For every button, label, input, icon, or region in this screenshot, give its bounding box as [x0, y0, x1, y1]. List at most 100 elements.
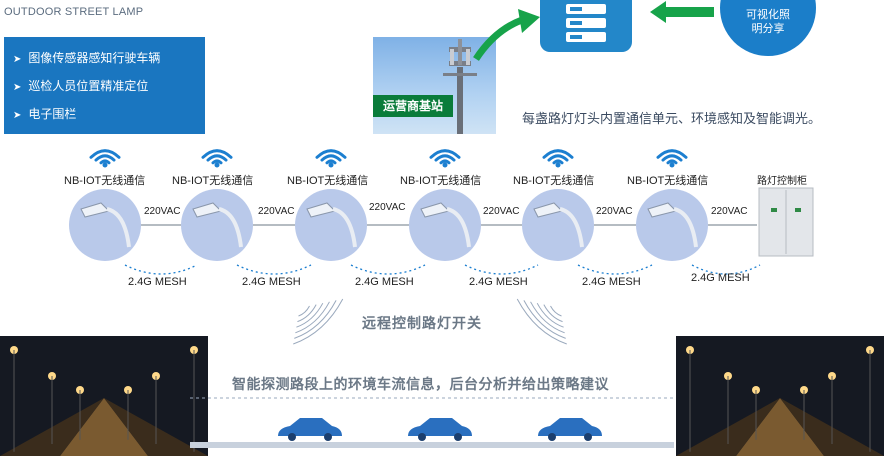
lamp-node-circle [522, 189, 594, 261]
signal-wave-icon [296, 302, 324, 328]
node-label: NB-IOT无线通信 [172, 175, 254, 187]
wifi-icon [206, 154, 228, 162]
base-station-label: 运营商基站 [373, 95, 453, 117]
car-wheel [418, 433, 426, 441]
mesh-link-arc [236, 264, 312, 275]
mesh-label: 2.4G MESH [691, 272, 750, 284]
badge-text-line1: 可视化照 [746, 9, 790, 21]
road-photo-right [676, 336, 884, 456]
server-platform [540, 0, 632, 52]
node-label: NB-IOT无线通信 [64, 175, 146, 187]
wifi-icon-dot [669, 162, 675, 168]
wifi-icon [429, 149, 461, 159]
analysis-label: 智能探测路段上的环境车流信息，后台分析并给出策略建议 [232, 376, 609, 392]
lamp-pole [673, 207, 698, 248]
list-item: ➤ 电子围栏 [13, 105, 76, 122]
power-label: 220VAC [711, 206, 748, 217]
mesh-link-arc [350, 264, 426, 275]
node-label: NB-IOT无线通信 [287, 175, 369, 187]
signal-wave-icon [543, 304, 563, 323]
wifi-icon [439, 159, 451, 165]
lamp-node-circle [636, 189, 708, 261]
mesh-link-arc [124, 264, 198, 275]
wifi-icon [547, 154, 569, 162]
badge-text-line2: 明分享 [751, 23, 785, 35]
chevron-right-icon: ➤ [13, 82, 22, 93]
lamp-node-circle [181, 189, 253, 261]
car-wheel [584, 433, 592, 441]
wifi-icon [89, 149, 121, 159]
car-icon [278, 418, 342, 436]
cabinet-label: 路灯控制柜 [757, 176, 807, 187]
node-label: NB-IOT无线通信 [627, 175, 709, 187]
night-road-scene [0, 336, 208, 456]
wifi-icon-dot [442, 162, 448, 168]
wifi-icon [661, 154, 683, 162]
lamp-pole [446, 207, 471, 248]
feature-label: 图像传感器感知行驶车辆 [28, 51, 161, 65]
wifi-icon-dot [214, 162, 220, 168]
signal-wave-icon [523, 300, 566, 339]
node-label: NB-IOT无线通信 [400, 175, 482, 187]
mesh-label: 2.4G MESH [355, 276, 414, 288]
wifi-icon [320, 154, 342, 162]
signal-wave-icon [550, 305, 562, 317]
wifi-icon [201, 149, 233, 159]
mesh-link-arc [577, 264, 653, 275]
signal-wave-icon [516, 298, 567, 345]
power-label: 220VAC [258, 206, 295, 217]
car-wheel [548, 433, 556, 441]
signal-wave-icon [530, 301, 565, 334]
cell-tower-icon [443, 39, 477, 134]
list-item: ➤巡检人员位置精准定位 [13, 77, 148, 94]
page-title: OUTDOOR STREET LAMP [4, 6, 144, 18]
lamp-pole [332, 207, 357, 248]
signal-wave-icon [298, 305, 310, 317]
wifi-icon [325, 159, 337, 165]
description-text: 每盏路灯灯头内置通信单元、环境感知及智能调光。 [522, 111, 822, 126]
node-label: NB-IOT无线通信 [513, 175, 595, 187]
night-road-scene [676, 336, 884, 456]
wifi-icon [552, 159, 564, 165]
signal-wave-icon [294, 300, 337, 339]
wifi-icon [434, 154, 456, 162]
uplink-arrow-icon [473, 9, 540, 61]
wifi-icon-dot [328, 162, 334, 168]
wifi-icon-dot [555, 162, 561, 168]
road-surface [736, 398, 824, 456]
feature-label: 电子围栏 [28, 107, 77, 121]
wifi-icon [211, 159, 223, 165]
lamp-node-circle [295, 189, 367, 261]
mesh-label: 2.4G MESH [128, 276, 187, 288]
wifi-icon [666, 159, 678, 165]
lamp-node-circle [409, 189, 481, 261]
wifi-icon [542, 149, 574, 159]
power-label: 220VAC [369, 202, 406, 213]
wifi-icon [99, 159, 111, 165]
mesh-label: 2.4G MESH [469, 276, 528, 288]
road-photo-left [0, 336, 208, 456]
control-cabinet-icon [758, 187, 814, 257]
power-label: 220VAC [144, 206, 181, 217]
signal-wave-icon [297, 304, 317, 323]
traffic-strip [190, 397, 674, 448]
lamp-node-circle [69, 189, 141, 261]
wifi-icon-dot [102, 162, 108, 168]
wifi-icon [656, 149, 688, 159]
signal-wave-icon [536, 302, 564, 328]
power-label: 220VAC [596, 206, 633, 217]
lamp-pole [106, 207, 131, 248]
server-icon [566, 4, 606, 42]
lamp-pole [559, 207, 584, 248]
chevron-right-icon: ➤ [13, 54, 22, 65]
lamp-pole [218, 207, 243, 248]
chevron-right-icon: ➤ [13, 110, 22, 121]
left-arrow-icon [650, 1, 714, 23]
signal-wave-icon [293, 298, 344, 345]
mesh-link-arc [691, 264, 761, 275]
power-label: 220VAC [483, 206, 520, 217]
car-wheel [454, 433, 462, 441]
car-wheel [288, 433, 296, 441]
feature-list: ➤ 图像传感器感知行驶车辆 ➤巡检人员位置精准定位 ➤ 电子围栏 [4, 37, 205, 134]
